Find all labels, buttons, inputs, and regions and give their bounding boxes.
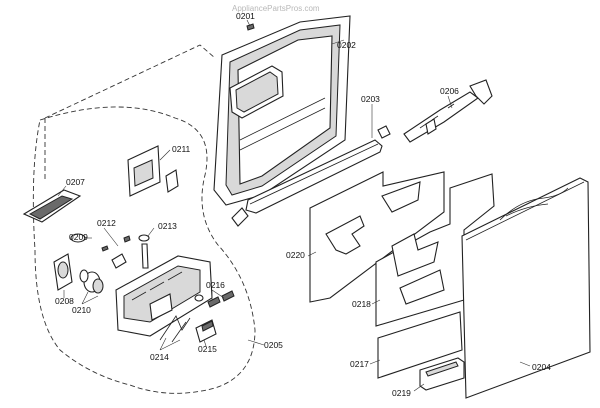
spring-connectors — [194, 290, 235, 308]
bottom-trim — [419, 357, 465, 391]
label-0215: 0215 — [198, 344, 217, 354]
label-0219: 0219 — [392, 388, 411, 398]
seal-clip — [377, 125, 391, 139]
label-0204: 0204 — [532, 362, 551, 372]
insulation-panel-front — [309, 171, 445, 303]
watermark: AppliancePartsPros.com — [232, 4, 320, 13]
label-0210: 0210 — [72, 305, 91, 315]
display-window — [22, 189, 82, 223]
knob-shaft — [79, 269, 104, 294]
label-0213: 0213 — [158, 221, 177, 231]
label-0212: 0212 — [97, 218, 116, 228]
wire-clip — [159, 315, 191, 343]
label-0203: 0203 — [361, 94, 380, 104]
label-0217: 0217 — [350, 359, 369, 369]
screw-part — [246, 23, 255, 31]
label-0216: 0216 — [206, 280, 225, 290]
sensor-pin — [138, 234, 150, 269]
control-module — [115, 255, 213, 337]
inner-door-frame — [213, 15, 351, 206]
label-0209: 0209 — [69, 232, 88, 242]
label-0214: 0214 — [150, 352, 169, 362]
assembly-dashed-line — [44, 44, 216, 180]
leader-lines — [57, 19, 531, 392]
label-0201: 0201 — [236, 11, 255, 21]
panel-cover — [127, 145, 179, 197]
label-0202: 0202 — [337, 40, 356, 50]
lower-insulation-strip — [377, 311, 463, 379]
control-module-group-outline — [32, 106, 256, 394]
door-seal-strip — [231, 139, 383, 227]
insulation-panel-rear — [375, 173, 495, 327]
label-0220: 0220 — [286, 250, 305, 260]
label-0211: 0211 — [172, 144, 191, 154]
outer-door-panel — [461, 177, 591, 399]
label-0218: 0218 — [352, 299, 371, 309]
label-0208: 0208 — [55, 296, 74, 306]
small-screws — [101, 235, 131, 269]
label-0207: 0207 — [66, 177, 85, 187]
small-block-part — [195, 319, 217, 343]
label-0205: 0205 — [264, 340, 283, 350]
hinge-bracket — [403, 79, 493, 143]
selector-housing — [53, 253, 73, 291]
label-0206: 0206 — [440, 86, 459, 96]
